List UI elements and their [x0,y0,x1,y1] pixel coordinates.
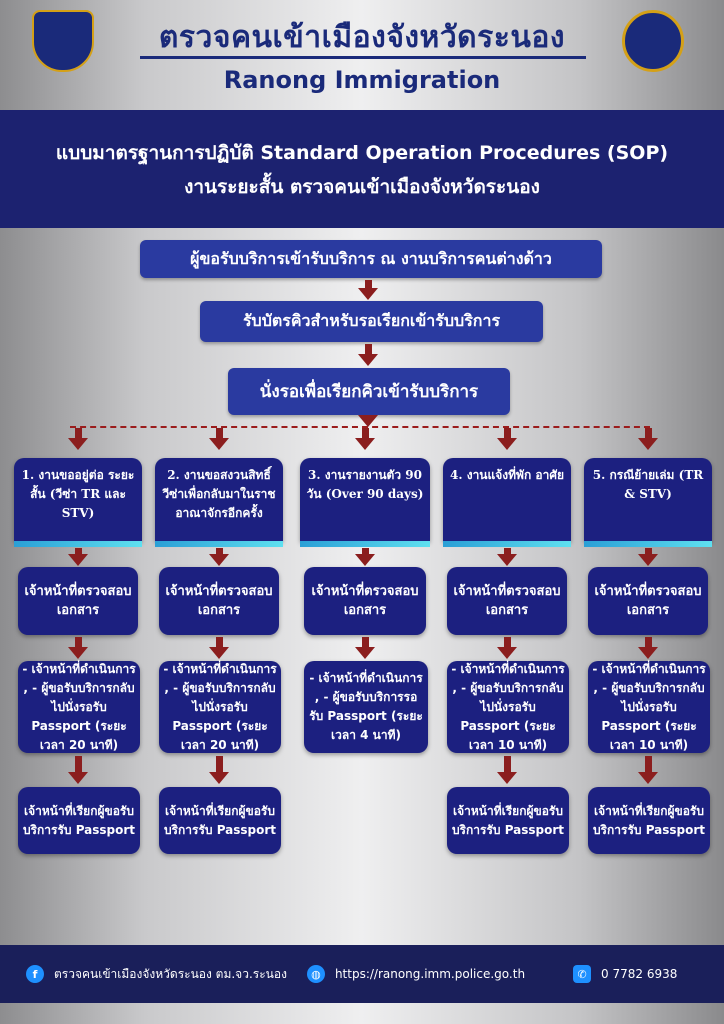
arrow-stem [644,428,652,438]
down-arrow-icon [209,647,229,659]
banner-line-2: งานระยะสั้น ตรวจคนเข้าเมืองจังหวัดระนอง [184,176,540,198]
column-title-underline [584,541,712,547]
branch-line [70,426,650,428]
sop-banner: แบบมาตรฐานการปฏิบัติ Standard Operation … [0,110,724,228]
arrow-stem [215,756,223,772]
down-arrow-icon [209,438,229,450]
arrow-stem [364,344,372,354]
arrow-stem [361,637,369,647]
arrow-stem [215,428,223,438]
arrow-stem [503,637,511,647]
pickup-passport-box: เจ้าหน้าที่เรียกผู้ขอรับบริการรับ Passpo… [159,787,281,854]
down-arrow-icon [638,647,658,659]
arrow-stem [361,428,369,438]
column-title-2: 2. งานขอสงวนสิทธิ์ วีซ่าเพื่อกลับมาในราช… [155,458,283,541]
arrow-stem [364,280,372,288]
arrow-stem [215,637,223,647]
arrow-stem [74,756,82,772]
arrow-stem [503,428,511,438]
column-title-underline [443,541,571,547]
step-queue-ticket: รับบัตรคิวสำหรับรอเรียกเข้ารับบริการ [200,301,543,342]
phone-icon: ✆ [573,965,592,983]
down-arrow-icon [497,772,517,784]
header-title-thai: ตรวจคนเข้าเมืองจังหวัดระนอง [158,20,566,55]
footer-phone[interactable]: 0 7782 6938 [601,967,678,981]
banner-line-1: แบบมาตรฐานการปฏิบัติ Standard Operation … [55,142,669,164]
column-title-underline [300,541,430,547]
header-divider [140,56,586,59]
column-title-1: 1. งานขออยู่ต่อ ระยะสั้น (วีซ่า TR และ S… [14,458,142,541]
down-arrow-icon [209,772,229,784]
step-arrive: ผู้ขอรับบริการเข้ารับบริการ ณ งานบริการค… [140,240,602,278]
processing-box: - เจ้าหน้าที่ดำเนินการ , - ผู้ขอรับบริกา… [447,661,569,753]
column-title-4: 4. งานแจ้งที่พัก อาศัย [443,458,571,541]
processing-box: - เจ้าหน้าที่ดำเนินการ , - ผู้ขอรับบริกา… [18,661,140,753]
arrow-stem [74,428,82,438]
down-arrow-icon [638,554,658,566]
header-title-english: Ranong Immigration [223,66,501,94]
arrow-stem [503,756,511,772]
down-arrow-icon [68,438,88,450]
column-title-underline [14,541,142,547]
globe-icon: ◍ [306,965,325,983]
down-arrow-icon [355,438,375,450]
arrow-stem [215,548,223,554]
processing-box: - เจ้าหน้าที่ดำเนินการ , - ผู้ขอรับบริกา… [588,661,710,753]
pickup-passport-box: เจ้าหน้าที่เรียกผู้ขอรับบริการรับ Passpo… [447,787,569,854]
check-documents-box: เจ้าหน้าที่ตรวจสอบเอกสาร [447,567,567,635]
arrow-stem [644,548,652,554]
check-documents-box: เจ้าหน้าที่ตรวจสอบเอกสาร [304,567,426,635]
arrow-stem [74,637,82,647]
footer-facebook[interactable]: ตรวจคนเข้าเมืองจังหวัดระนอง ตม.จว.ระนอง [54,966,287,981]
down-arrow-icon [358,415,378,427]
check-documents-box: เจ้าหน้าที่ตรวจสอบเอกสาร [18,567,138,635]
down-arrow-icon [209,554,229,566]
pickup-passport-box: เจ้าหน้าที่เรียกผู้ขอรับบริการรับ Passpo… [18,787,140,854]
down-arrow-icon [68,772,88,784]
arrow-stem [644,756,652,772]
down-arrow-icon [358,354,378,366]
check-documents-box: เจ้าหน้าที่ตรวจสอบเอกสาร [588,567,708,635]
down-arrow-icon [638,772,658,784]
arrow-stem [644,637,652,647]
arrow-stem [74,548,82,554]
arrow-stem [361,548,369,554]
down-arrow-icon [355,647,375,659]
down-arrow-icon [638,438,658,450]
processing-box: - เจ้าหน้าที่ดำเนินการ , - ผู้ขอรับบริกา… [159,661,281,753]
column-title-5: 5. กรณีย้ายเล่ม (TR & STV) [584,458,712,541]
step-wait: นั่งรอเพื่อเรียกคิวเข้ารับบริการ [228,368,510,415]
footer-website[interactable]: https://ranong.imm.police.go.th [334,967,526,981]
check-documents-box: เจ้าหน้าที่ตรวจสอบเอกสาร [159,567,279,635]
down-arrow-icon [497,554,517,566]
footer: f ตรวจคนเข้าเมืองจังหวัดระนอง ตม.จว.ระนอ… [0,945,724,1003]
down-arrow-icon [355,554,375,566]
arrow-stem [503,548,511,554]
down-arrow-icon [358,288,378,300]
processing-box: - เจ้าหน้าที่ดำเนินการ , - ผู้ขอรับบริกา… [304,661,428,753]
column-title-3: 3. งานรายงานตัว 90 วัน (Over 90 days) [300,458,430,541]
down-arrow-icon [68,647,88,659]
down-arrow-icon [68,554,88,566]
pickup-passport-box: เจ้าหน้าที่เรียกผู้ขอรับบริการรับ Passpo… [588,787,710,854]
immigration-bureau-logo [622,10,684,72]
royal-thai-police-logo [32,10,94,72]
down-arrow-icon [497,438,517,450]
down-arrow-icon [497,647,517,659]
facebook-icon: f [26,965,44,983]
column-title-underline [155,541,283,547]
